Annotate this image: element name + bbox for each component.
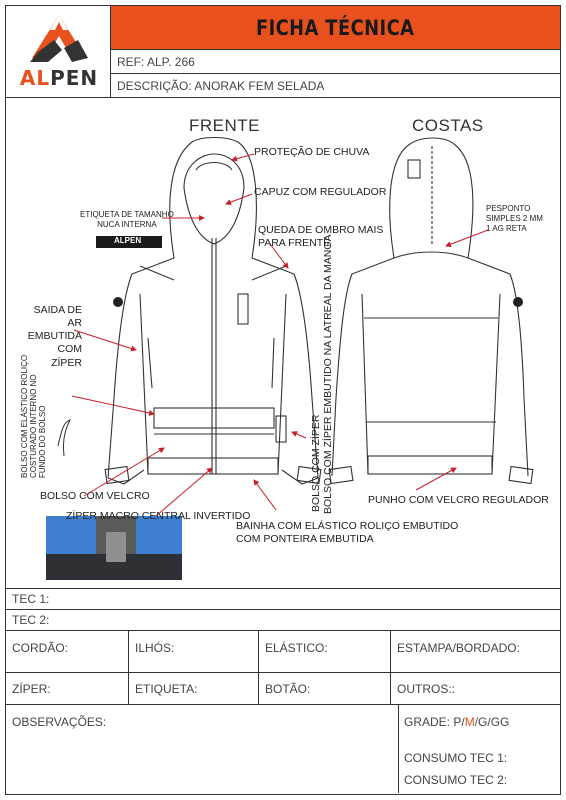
outros-label: OUTROS:: <box>397 681 456 696</box>
callout-vent-line2: AR EMBUTIDA <box>27 317 82 343</box>
ref-text: REF: ALP. 266 <box>117 54 195 69</box>
materials-row-1: CORDÃO: ILHÓS: ELÁSTICO: ESTAMPA/BORDADO… <box>6 630 560 672</box>
size-tag-icon <box>96 236 162 248</box>
materials-row-2: ZÍPER: ETIQUETA: BOTÃO: OUTROS:: <box>6 672 560 704</box>
callout-stitch-line1: PESPONTO <box>486 204 531 213</box>
callout-elastic-line3: FUNDO DO BOLSO <box>38 405 48 478</box>
estampa-label: ESTAMPA/BORDADO: <box>397 641 520 655</box>
callout-hem-line2: COM PONTEIRA EMBUTIDA <box>236 533 374 546</box>
tec2-label: TEC 2: <box>12 613 50 627</box>
cordao-field[interactable]: CORDÃO: <box>6 631 126 672</box>
callout-elastic-line1: BOLSO COM ELÁSTICO ROLIÇO <box>20 354 29 478</box>
callout-size-label-line1: ETIQUETA DE TAMANHO <box>80 210 174 219</box>
grade-p: P/ <box>453 715 465 729</box>
grade-field[interactable]: GRADE: P/M/G/GG <box>404 715 509 729</box>
tec1-label: TEC 1: <box>12 592 50 606</box>
callout-size-label: ETIQUETA DE TAMANHO NUCA INTERNA <box>80 210 174 230</box>
botao-label: BOTÃO: <box>265 681 311 696</box>
ref-field[interactable]: REF: ALP. 266 <box>111 50 560 74</box>
ilhos-label: ILHÓS: <box>135 641 175 655</box>
callout-vent-line3: COM ZÍPER <box>51 343 82 369</box>
callout-vent-line1: SAIDA DE <box>33 304 82 316</box>
grade-m: M <box>464 715 475 729</box>
observations-row: OBSERVAÇÕES: GRADE: P/M/G/GG CONSUMO TEC… <box>6 704 560 793</box>
callout-velcro-pocket: BOLSO COM VELCRO <box>40 490 150 502</box>
zipper-photo <box>46 516 182 580</box>
callout-macro-zip: ZÍPER MACRO CENTRAL INVERTIDO <box>66 510 251 522</box>
elastico-label: ELÁSTICO: <box>265 641 328 655</box>
garment-drawing-area: FRENTE COSTAS <box>6 98 559 580</box>
front-view-label: FRENTE <box>189 116 260 135</box>
observacoes-field[interactable]: OBSERVAÇÕES: <box>6 705 390 793</box>
estampa-field[interactable]: ESTAMPA/BORDADO: <box>391 631 560 672</box>
callout-rain-protection: PROTEÇÃO DE CHUVA <box>254 146 370 158</box>
title-bar: FICHA TÉCNICA <box>111 6 560 50</box>
jacket-sketch <box>46 136 534 580</box>
logo-part-al: AL <box>19 66 51 90</box>
technical-sheet: ALPEN FICHA TÉCNICA REF: ALP. 266 DESCRI… <box>5 5 561 795</box>
callout-air-vent: SAIDA DE AR EMBUTIDA COM ZÍPER <box>24 304 82 370</box>
callout-elastic-pocket: BOLSO COM ELÁSTICO ROLIÇO COSTURADO INTE… <box>20 355 48 478</box>
divider <box>128 631 129 672</box>
consumo-tec2-field[interactable]: CONSUMO TEC 2: <box>404 773 508 787</box>
grade-rest: /G/GG <box>474 715 510 729</box>
page-title: FICHA TÉCNICA <box>256 15 415 40</box>
divider <box>390 631 391 672</box>
divider <box>398 705 399 793</box>
observacoes-label: OBSERVAÇÕES: <box>12 715 107 729</box>
grade-label: GRADE: <box>404 715 451 729</box>
divider <box>258 631 259 672</box>
callout-arrows <box>71 153 489 517</box>
callout-side-zip-pocket: BOLSO COM ZÍPER <box>310 414 322 512</box>
callout-sleeve-zip-pocket: BOLSO COM ZÍPER EMBUTIDO NA LATREAL DA M… <box>322 234 334 514</box>
etiqueta-field[interactable]: ETIQUETA: <box>129 673 257 704</box>
callout-hem-line1: BAINHA COM ELÁSTICO ROLIÇO EMBUTIDO <box>236 520 459 532</box>
mountain-logo-icon <box>30 15 88 62</box>
description-text: DESCRIÇÃO: ANORAK FEM SELADA <box>117 78 325 93</box>
consumo-tec1-field[interactable]: CONSUMO TEC 1: <box>404 751 508 765</box>
description-field[interactable]: DESCRIÇÃO: ANORAK FEM SELADA <box>111 74 560 98</box>
outros-field[interactable]: OUTROS:: <box>391 673 560 704</box>
ziper-label: ZÍPER: <box>12 681 51 696</box>
back-jacket <box>328 137 534 485</box>
logo: ALPEN <box>6 6 111 98</box>
sleeve-logo-icon-right <box>513 297 523 307</box>
callout-stitch-line2: SIMPLES 2 MM <box>486 214 543 223</box>
tec2-field[interactable]: TEC 2: <box>6 610 49 630</box>
callout-hem: BAINHA COM ELÁSTICO ROLIÇO EMBUTIDO COM … <box>236 520 458 546</box>
logo-text: ALPEN <box>18 66 100 90</box>
callout-size-label-line2: NUCA INTERNA <box>97 220 157 229</box>
cord-icon <box>57 419 71 457</box>
front-jacket <box>104 136 322 485</box>
botao-field[interactable]: BOTÃO: <box>259 673 387 704</box>
ilhos-field[interactable]: ILHÓS: <box>129 631 257 672</box>
etiqueta-label: ETIQUETA: <box>135 681 198 696</box>
ziper-field[interactable]: ZÍPER: <box>6 673 126 704</box>
back-view-label: COSTAS <box>412 116 484 135</box>
callout-shoulder-line1: QUEDA DE OMBRO MAIS <box>258 224 384 236</box>
callout-shoulder-line2: PARA FRENTE <box>258 237 331 250</box>
callout-stitch-line3: 1 AG RETA <box>486 224 527 233</box>
cordao-label: CORDÃO: <box>12 641 69 655</box>
callout-elastic-line2: COSTURADO INTERNO NO <box>29 374 39 478</box>
sleeve-logo-icon-left <box>113 297 123 307</box>
callout-stitch: PESPONTO SIMPLES 2 MM 1 AG RETA <box>486 204 543 234</box>
divider <box>390 673 391 704</box>
tag-text: ALPEN <box>114 236 142 245</box>
tec1-row: TEC 1: <box>6 588 560 609</box>
callout-shoulder: QUEDA DE OMBRO MAIS PARA FRENTE <box>258 224 383 250</box>
divider <box>258 673 259 704</box>
callout-cuff: PUNHO COM VELCRO REGULADOR <box>368 494 549 506</box>
tec1-field[interactable]: TEC 1: <box>6 589 49 609</box>
logo-part-pen: PEN <box>50 66 99 90</box>
divider <box>128 673 129 704</box>
tec2-row: TEC 2: <box>6 609 560 630</box>
callout-hood: CAPUZ COM REGULADOR <box>254 186 387 198</box>
elastico-field[interactable]: ELÁSTICO: <box>259 631 387 672</box>
